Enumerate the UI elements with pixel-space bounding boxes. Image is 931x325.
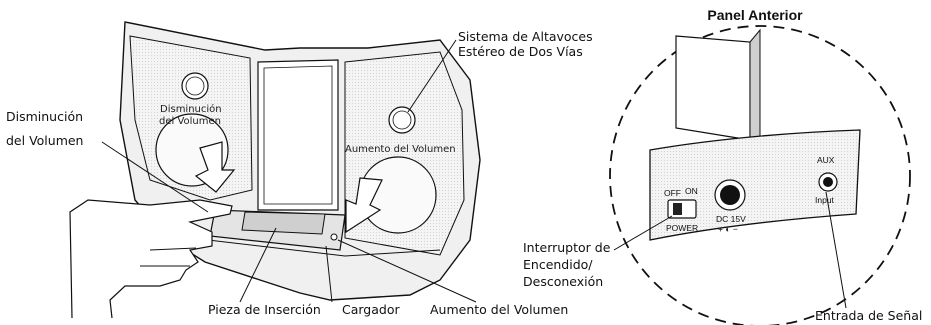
volume-down-arrow-icon [194, 141, 236, 193]
callout-switch-line1: Interruptor de [523, 240, 611, 255]
leader-speakers [407, 39, 457, 113]
dc-polarity-icon: + ◐ − [718, 224, 738, 234]
magnifier-circle [609, 25, 911, 325]
leader-signal-input [825, 191, 847, 309]
panel-title: Panel Anterior [707, 7, 803, 23]
center-window [257, 59, 339, 211]
front-panel-detail: OFF ON POWER DC 15V + ◐ − AUX Input [649, 28, 861, 241]
callout-switch-line2: Encendido/ [523, 257, 593, 272]
power-label: POWER [666, 223, 698, 233]
leader-volume-up-bottom [337, 239, 477, 303]
leader-insert-piece [239, 227, 277, 303]
insert-piece [241, 211, 326, 235]
switch-on-label: ON [685, 186, 698, 196]
dc-label: DC 15V [716, 214, 746, 224]
callout-insert-piece: Pieza de Inserción [208, 302, 321, 317]
aux-label: AUX [817, 155, 835, 165]
callout-charger: Cargador [342, 302, 400, 317]
callout-speakers-line1: Sistema de Altavoces [458, 29, 593, 44]
charger-port [330, 233, 338, 241]
leader-volume-down [101, 141, 209, 213]
speaker-dock [69, 21, 481, 319]
callout-volume-down-line1: Disminución [6, 109, 83, 124]
callout-volume-down-line2: del Volumen [6, 133, 83, 148]
leader-charger [325, 245, 333, 303]
callout-switch-line3: Desconexión [523, 274, 603, 289]
device-label-volume-down-1: Disminución [160, 103, 222, 115]
panel-face [649, 129, 861, 241]
volume-up-arrow-icon [345, 177, 383, 234]
input-label: Input [815, 195, 835, 205]
callout-signal-input: Entrada de Señal [815, 308, 922, 323]
callout-speakers-line2: Estéreo de Dos Vías [458, 44, 583, 59]
device-label-volume-down-2: del Volumen [159, 116, 221, 127]
leader-switch [613, 215, 673, 251]
switch-off-label: OFF [664, 188, 681, 198]
device-label-volume-up: Aumento del Volumen [345, 144, 456, 155]
callout-volume-up-bottom: Aumento del Volumen [430, 302, 568, 317]
